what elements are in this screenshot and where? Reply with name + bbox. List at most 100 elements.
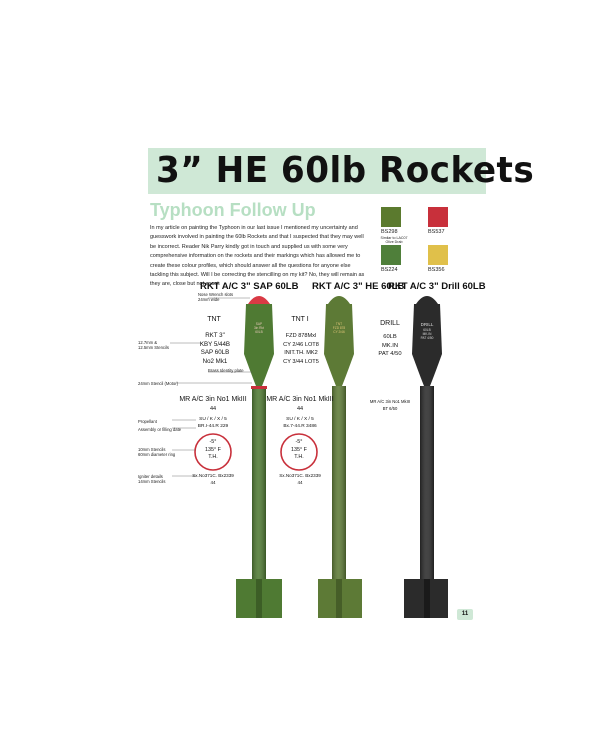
annotation-line: Nose Wrench slots — [198, 292, 234, 297]
rocket-drill-tip — [416, 296, 438, 304]
he-lower-stencil: SU / K / X / 5 Bx.7-44.R 3486 — [276, 416, 324, 430]
annotation-identity-plate: Brass Identity plate — [208, 368, 244, 373]
stencil-line: Bx.7-44.R 3486 — [283, 424, 317, 429]
drill-mid-stencil: MR A/C 3in No1 MkIII BT 6/50 — [362, 398, 418, 412]
he-mid-stencil: MR A/C 3in No1 MkIII 44 — [261, 396, 339, 413]
stencil-line: MR A/C 3in No1 MkIII — [369, 399, 411, 404]
rocket-heading-drill: RKT A/C 3" Drill 60LB — [388, 281, 486, 292]
temp-ring-he — [280, 433, 318, 471]
stencil-line: BR.I-44.R 229 — [197, 424, 229, 429]
stencil-line: KBY 5/44B — [199, 340, 231, 348]
stencil-line: SU / K / X / 5 — [286, 417, 314, 422]
body-text-line: PAT 4/50 — [420, 336, 434, 341]
rocket-he-tip — [328, 296, 350, 304]
sap-bottom-stencil: Sx.No371C. Bx2339 44 — [190, 472, 236, 486]
annotation-igniter: Igniter details 14mm Stencils — [138, 474, 165, 484]
sap-mid-stencil: MR A/C 3in No1 MkIII 44 — [174, 396, 252, 413]
stencil-line: Sx.No371C. Bx2339 — [192, 473, 234, 478]
he-center-stencil: TNT I — [291, 316, 309, 323]
swatch-bs537 — [428, 207, 448, 227]
swatch-bs356 — [428, 245, 448, 265]
stencil-line: No2 Mk1 — [202, 357, 228, 365]
stencil-line: 60LB — [383, 334, 397, 340]
stencil-line: -5° — [209, 439, 217, 445]
annotation-line: Assembly or filling date — [138, 427, 182, 432]
he-upper-stencil: FZD 878Mxl CY 2/46 LOT8 INIT.TH. MK2 CY … — [274, 332, 328, 366]
temp-ring-sap — [194, 433, 232, 471]
body-text-line: 60LB — [255, 330, 263, 335]
stencil-line: BT 6/50 — [382, 406, 398, 411]
annotation-line: 10mm Stencils — [138, 447, 166, 452]
intro-paragraph: In my article on painting the Typhoon in… — [150, 225, 365, 288]
he-bottom-stencil: Sx.No371C. Bx2339 44 — [276, 472, 324, 486]
rocket-drill-head — [412, 304, 442, 386]
drill-center-stencil: DRILL — [380, 320, 400, 327]
body-text-line: DRILL — [420, 322, 434, 327]
rocket-sap-tip — [248, 296, 270, 304]
stencil-line: FZD 878Mxl — [285, 333, 317, 339]
stencil-line: 135° F — [205, 446, 221, 453]
annotation-motor-stencil: 24mm Stencil (Motor) — [138, 381, 178, 386]
stencil-line: CY 3/44 LOT5 — [283, 358, 319, 365]
annotation-line: 12.5mm Stencils — [138, 345, 169, 350]
page-subtitle: Typhoon Follow Up — [150, 200, 316, 220]
stencil-line: 135° F — [291, 446, 307, 453]
rocket-heading-he: RKT A/C 3" HE 60LB — [312, 281, 405, 292]
stencil-line: RKT 3" — [205, 332, 225, 339]
swatch-bs224 — [381, 245, 401, 265]
stencil-line: INIT.TH. MK2 — [284, 350, 318, 356]
sap-lower-stencil: SU / K / X / 5 BR.I-44.R 229 — [190, 416, 236, 430]
swatch-bs298-code: BS298 — [381, 229, 398, 235]
annotation-nose: Nose Wrench slots 24mm wide — [198, 292, 233, 302]
annotation-leaders — [170, 297, 252, 477]
swatch-bs537-code: BS537 — [428, 229, 445, 235]
swatch-bs224-code: BS224 — [381, 267, 398, 273]
rocket-he-body-text: TNT FZD 878 CY 2/46 — [330, 322, 348, 335]
rocket-he — [318, 296, 362, 618]
stencil-line: T.H. — [208, 454, 218, 461]
rocket-drill — [404, 296, 448, 618]
sap-upper-stencil: RKT 3" KBY 5/44B SAP 60LB No2 Mk1 — [190, 332, 240, 366]
annotation-line: Propellant — [138, 419, 157, 424]
annotation-line: Igniter details — [138, 474, 163, 479]
annotation-line: 12.7mm & — [138, 340, 158, 345]
stencil-line: Sx.No371C. Bx2339 — [279, 473, 321, 478]
title-banner — [148, 148, 486, 194]
body-text-line: TNT — [335, 322, 343, 326]
stencil-line: CY 2/46 LOT8 — [283, 341, 319, 348]
drill-upper-stencil: 60LB MK.IN PAT 4/50 — [366, 333, 414, 359]
rocket-sap-band — [251, 386, 267, 389]
stencil-line: MR A/C 3in No1 MkIII — [266, 396, 334, 403]
stencil-line: -5° — [295, 439, 303, 445]
stencil-line: 44 — [209, 405, 217, 412]
annotation-line: 60mm diameter ring — [138, 452, 176, 457]
stencil-line: 44 — [296, 405, 304, 412]
stencil-line: SAP 60LB — [200, 349, 230, 356]
stencil-line: 44 — [297, 480, 303, 485]
page-number: 11 — [457, 609, 473, 620]
rocket-heading-sap: RKT A/C 3" SAP 60LB — [200, 281, 299, 292]
annotation-propellant: Propellant Assembly or filling date — [138, 418, 181, 434]
annotation-upper-stencils: 12.7mm & 12.5mm Stencils — [138, 340, 169, 350]
body-text-line: CY 2/46 — [333, 330, 345, 335]
swatch-bs356-code: BS356 — [428, 267, 445, 273]
he-temp-circle-text: -5° 135° F T.H. — [282, 439, 316, 462]
rocket-sap-body-text: SAP 3in Rkt 60LB — [250, 322, 268, 335]
annotation-line: 24mm Stencil (Motor) — [138, 381, 179, 386]
stencil-line: MR A/C 3in No1 MkIII — [179, 396, 247, 403]
sap-temp-circle-text: -5° 135° F T.H. — [196, 439, 230, 462]
stencil-line: 44 — [210, 480, 216, 485]
rocket-sap — [236, 296, 282, 618]
stencil-line: PAT 4/50 — [378, 351, 402, 357]
body-text-line: FZD 878 — [332, 326, 346, 331]
body-text-line: MK.IN — [422, 332, 432, 337]
annotation-line: Brass Identity plate — [208, 368, 244, 373]
swatch-bs298-note: Similar to LAC07 Olive Drab — [380, 236, 408, 245]
annotation-line: 14mm Stencils — [138, 479, 166, 484]
body-text-line: SAP — [255, 322, 263, 326]
stencil-line: SU / K / X / 5 — [199, 417, 227, 422]
rocket-drill-body-text: DRILL 60LB MK.IN PAT 4/50 — [418, 322, 436, 341]
rocket-he-head — [324, 304, 354, 386]
body-text-line: 60LB — [423, 328, 431, 332]
